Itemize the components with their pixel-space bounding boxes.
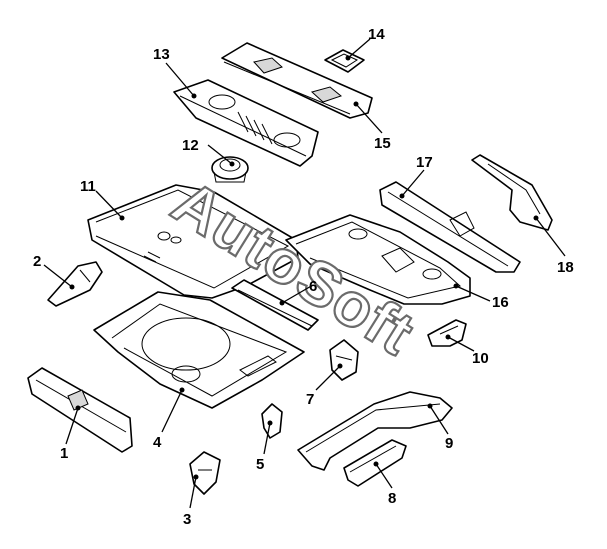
callout-labels: 1 2 3 4 5 6 7 8 9 10 11 12 13 14 15 16 1… (33, 26, 574, 528)
callout-15: 15 (374, 135, 391, 152)
leader-lines (43, 38, 566, 509)
callout-3: 3 (183, 511, 191, 528)
callout-5: 5 (256, 456, 264, 473)
part-11-floor-pan (87, 184, 299, 299)
callout-9: 9 (445, 435, 453, 452)
part-16-rear-floor (285, 214, 471, 305)
callout-7: 7 (306, 391, 314, 408)
callout-18: 18 (557, 259, 574, 276)
part-15-parcel-shelf (221, 42, 373, 119)
part-14-speaker-cover (324, 49, 365, 73)
part-18-rear-bracket (471, 154, 553, 231)
part-17-side-member (379, 181, 521, 273)
part-4-spare-wheel-well (93, 291, 305, 409)
callout-2: 2 (33, 253, 41, 270)
part-5-bracket (261, 403, 283, 439)
callout-12: 12 (182, 137, 199, 154)
part-7-mount (329, 339, 359, 381)
part-6-crossmember (231, 279, 319, 331)
part-9-side-rail (297, 391, 453, 471)
callout-10: 10 (472, 350, 489, 367)
callout-17: 17 (416, 154, 433, 171)
callout-6: 6 (309, 278, 317, 295)
callout-8: 8 (388, 490, 396, 507)
callout-16: 16 (492, 294, 509, 311)
callout-4: 4 (153, 434, 162, 451)
part-10-bracket (427, 319, 467, 347)
part-12-speaker (211, 156, 249, 183)
callout-1: 1 (60, 445, 68, 462)
callout-14: 14 (368, 26, 385, 43)
part-13-package-tray (173, 79, 319, 167)
callout-11: 11 (80, 178, 96, 195)
callout-13: 13 (153, 46, 170, 63)
part-1-front-crossmember (27, 367, 133, 453)
part-2-bracket (47, 261, 103, 307)
